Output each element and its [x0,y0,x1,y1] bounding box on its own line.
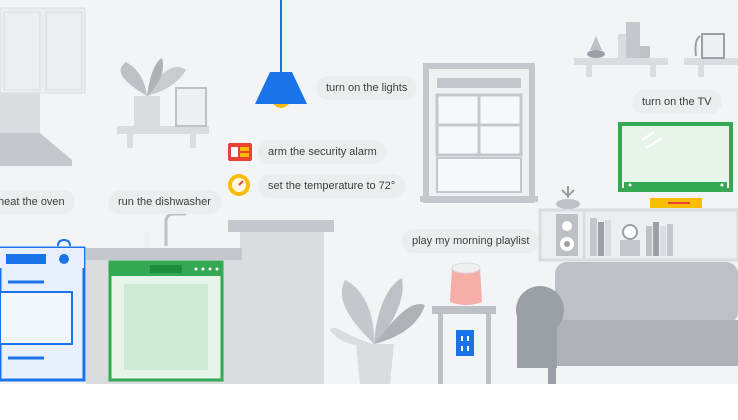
voice-command-bubble: play my morning playlist [402,229,540,253]
voice-command-bubble: set the temperature to 72° [258,174,406,198]
floor [0,384,738,415]
voice-command-bubble: turn on the TV [632,90,722,114]
voice-command-bubble: arm the security alarm [258,140,387,164]
upper-cabinets [0,7,86,94]
shelf-icon [574,22,738,77]
dishwasher-icon [108,260,224,382]
plant-icon [117,58,209,148]
side-table [432,262,496,384]
media-unit [538,186,738,262]
ceiling-lamp-icon [255,0,307,108]
speaker-icon [556,214,578,256]
voice-command-bubble: turn on the lights [316,76,418,100]
smart-speaker-icon [450,262,482,305]
plant-icon [330,278,425,384]
alarm-panel-icon [228,143,252,161]
tv-icon [618,122,733,208]
oven-icon [0,238,86,382]
voice-command-bubble: heat the oven [0,190,75,214]
thermostat-icon [228,174,250,196]
window-icon [420,63,538,203]
outlet-icon [456,330,474,356]
voice-command-bubble: run the dishwasher [108,190,221,214]
range-hood-icon [0,93,72,166]
sofa-icon [516,262,738,384]
